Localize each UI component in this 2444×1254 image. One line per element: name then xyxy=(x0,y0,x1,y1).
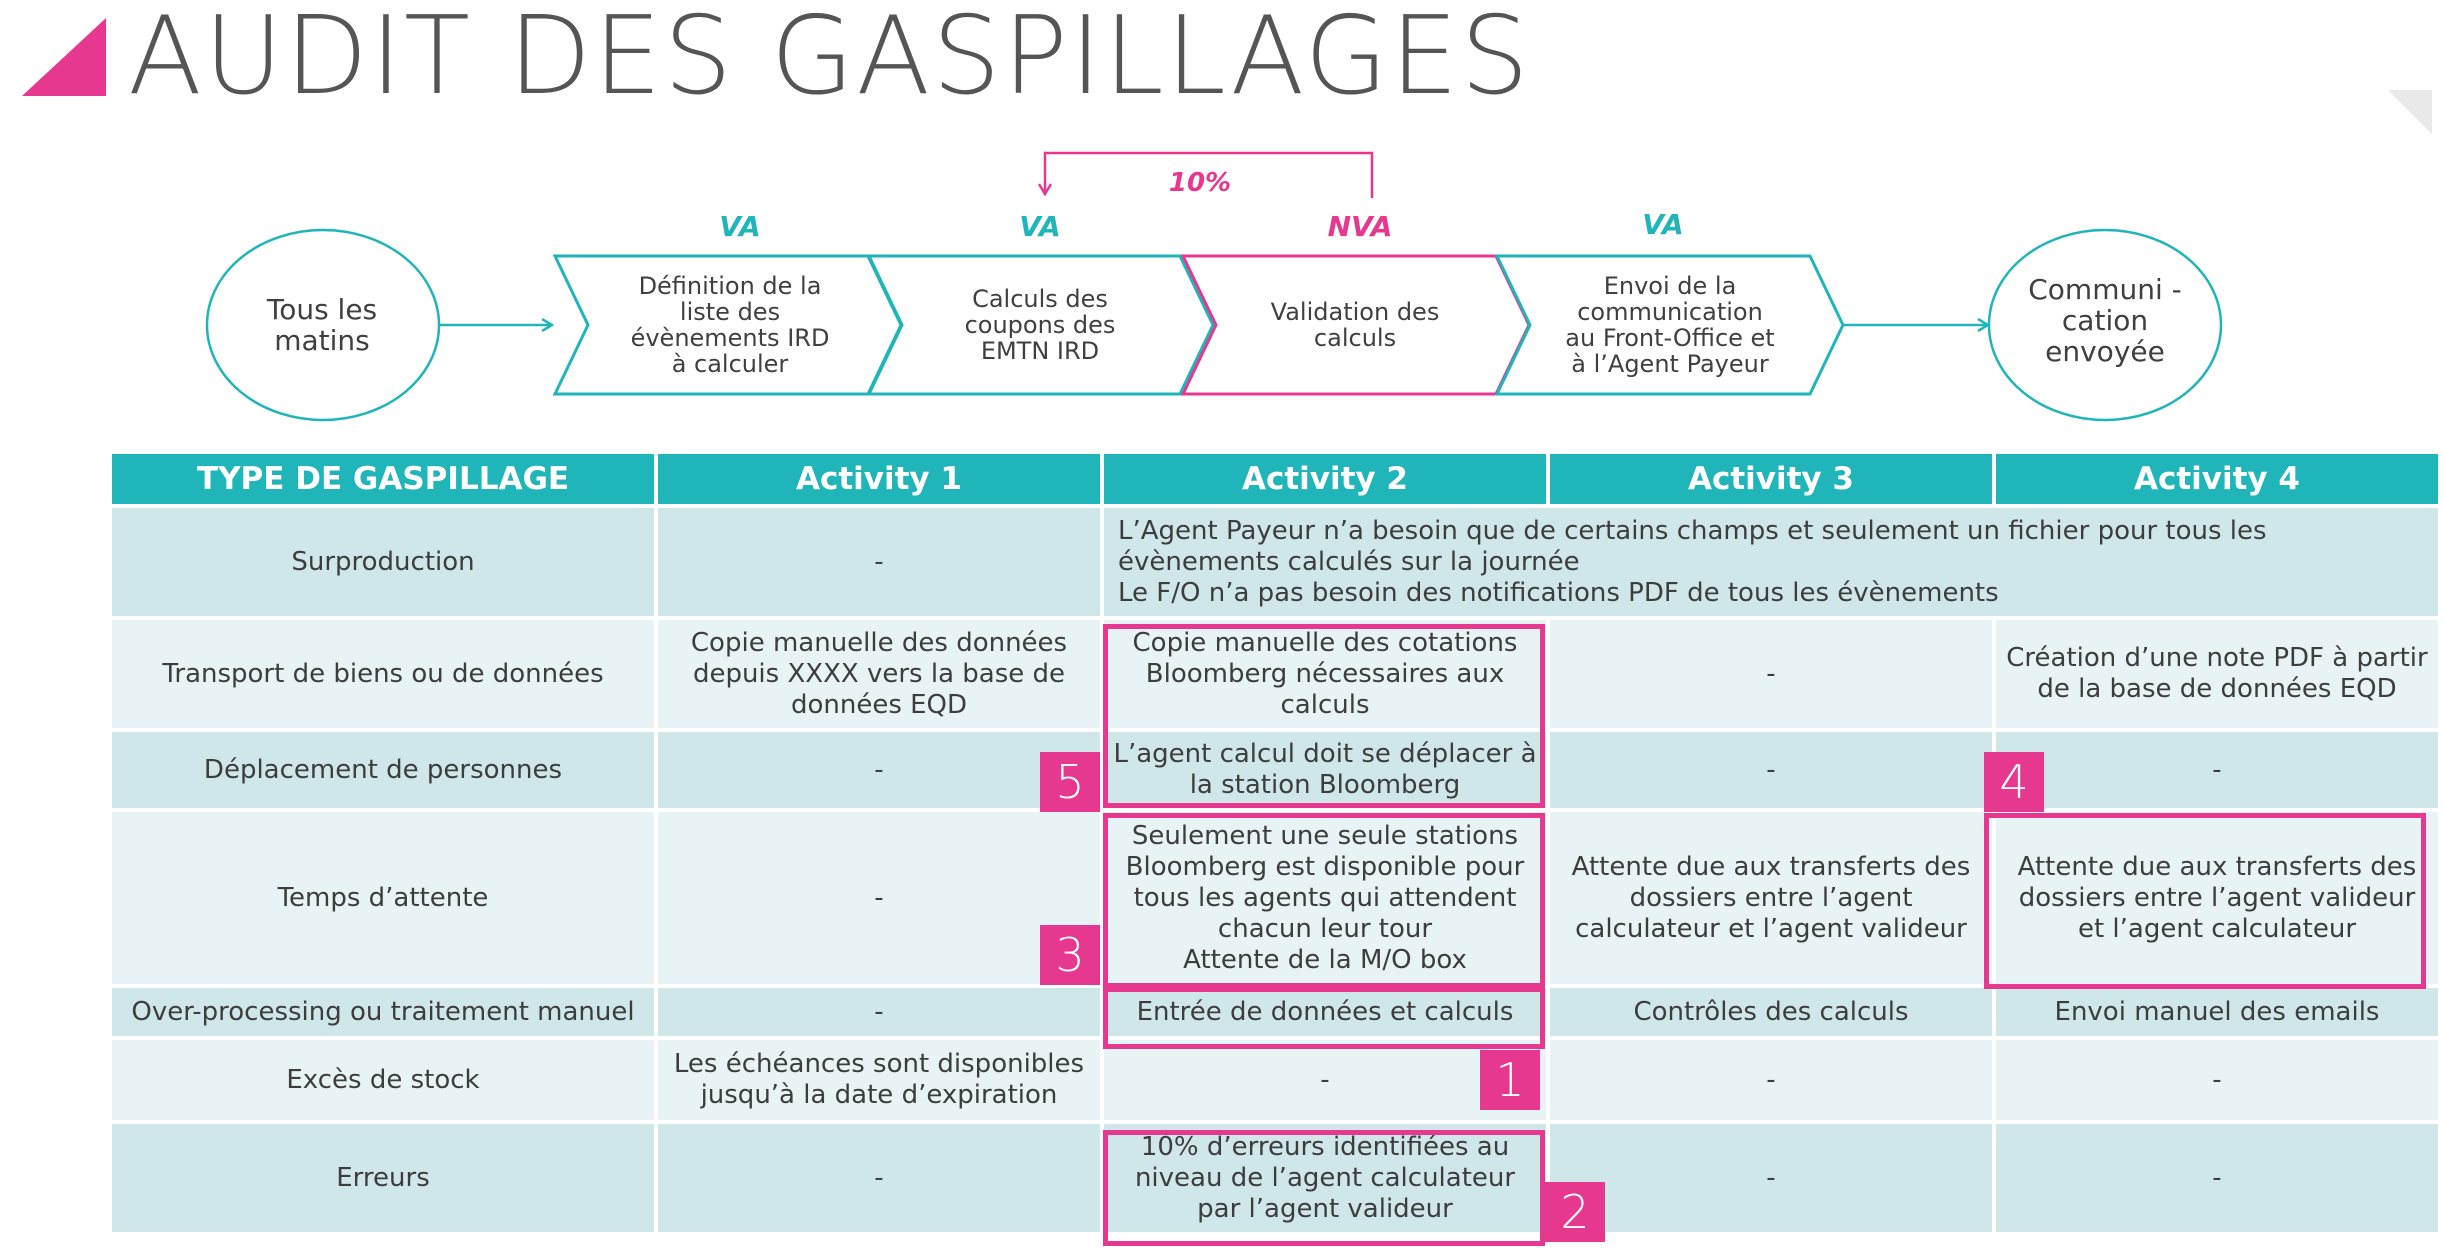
flow-step-4-tag: VA xyxy=(1642,208,1684,241)
table-row: Excès de stock Les échéances sont dispon… xyxy=(112,1040,2438,1120)
flow-step-2-label: Calculs des coupons des EMTN IRD xyxy=(964,285,1116,365)
waste-type-cell: Surproduction xyxy=(112,508,654,616)
activity-2-cell: Seulement une seule stations Bloomberg e… xyxy=(1104,812,1546,984)
table-row: Erreurs - 10% d’erreurs identifiées au n… xyxy=(112,1124,2438,1232)
activity-1-cell: Copie manuelle des données depuis XXXX v… xyxy=(658,620,1100,728)
flow-chevron-2 xyxy=(865,254,1215,396)
activity-4-cell: - xyxy=(1996,1040,2438,1120)
flow-start-label: Tous les matins xyxy=(266,293,378,357)
activity-1-cell: - xyxy=(658,1124,1100,1232)
activity-4-cell: Attente due aux transferts des dossiers … xyxy=(1996,812,2438,984)
waste-type-cell: Excès de stock xyxy=(112,1040,654,1120)
table-row: Surproduction - L’Agent Payeur n’a besoi… xyxy=(112,508,2438,616)
waste-type-cell: Transport de biens ou de données xyxy=(112,620,654,728)
header-activity-2: Activity 2 xyxy=(1104,454,1546,504)
badge-2: 2 xyxy=(1545,1182,1605,1242)
flow-step-3-tag: NVA xyxy=(1327,210,1393,243)
activity-4-cell: Envoi manuel des emails xyxy=(1996,988,2438,1036)
badge-3: 3 xyxy=(1040,925,1100,985)
activity-3-cell: Contrôles des calculs xyxy=(1550,988,1992,1036)
badge-1: 1 xyxy=(1480,1050,1540,1110)
activity-1-cell: - xyxy=(658,812,1100,984)
activity-2-cell: Entrée de données et calculs xyxy=(1104,988,1546,1036)
flow-loop-label: 10% xyxy=(1168,168,1232,198)
activity-1-cell: - xyxy=(658,988,1100,1036)
activity-3-cell: - xyxy=(1550,732,1992,808)
table-row: Déplacement de personnes - L’agent calcu… xyxy=(112,732,2438,808)
waste-type-cell: Over-processing ou traitement manuel xyxy=(112,988,654,1036)
process-flow-diagram xyxy=(205,151,2223,422)
flow-step-1-tag: VA xyxy=(719,210,761,243)
activity-4-cell: - xyxy=(1996,1124,2438,1232)
activity-2-cell: 10% d’erreurs identifiées au niveau de l… xyxy=(1104,1124,1546,1232)
flow-step-2-tag: VA xyxy=(1019,210,1061,243)
header-type: TYPE DE GASPILLAGE xyxy=(112,454,654,504)
header-activity-3: Activity 3 xyxy=(1550,454,1992,504)
flow-end-circle xyxy=(1987,228,2223,422)
table-header-row: TYPE DE GASPILLAGE Activity 1 Activity 2… xyxy=(112,454,2438,504)
waste-type-cell: Déplacement de personnes xyxy=(112,732,654,808)
table-row: Over-processing ou traitement manuel - E… xyxy=(112,988,2438,1036)
waste-type-cell: Temps d’attente xyxy=(112,812,654,984)
table-row: Transport de biens ou de données Copie m… xyxy=(112,620,2438,728)
flow-loop-arrow xyxy=(1045,151,1374,198)
badge-4: 4 xyxy=(1984,752,2044,812)
flow-chevron-4 xyxy=(1494,254,1845,396)
merged-activities-cell: L’Agent Payeur n’a besoin que de certain… xyxy=(1104,508,2438,616)
activity-1-cell: - xyxy=(658,732,1100,808)
header-activity-4: Activity 4 xyxy=(1996,454,2438,504)
waste-table: TYPE DE GASPILLAGE Activity 1 Activity 2… xyxy=(108,450,2442,1236)
activity-2-cell: Copie manuelle des cotations Bloomberg n… xyxy=(1104,620,1546,728)
activity-3-cell: - xyxy=(1550,1040,1992,1120)
activity-3-cell: - xyxy=(1550,1124,1992,1232)
page-corner-icon xyxy=(2388,90,2432,134)
activity-1-cell: - xyxy=(658,508,1100,616)
flow-step-3-label: Validation des calculs xyxy=(1270,298,1440,352)
activity-4-cell: Création d’une note PDF à partir de la b… xyxy=(1996,620,2438,728)
activity-3-cell: Attente due aux transferts des dossiers … xyxy=(1550,812,1992,984)
activity-3-cell: - xyxy=(1550,620,1992,728)
flow-step-4-label: Envoi de la communication au Front-Offic… xyxy=(1565,272,1775,378)
title-triangle-icon xyxy=(22,18,106,96)
flow-step-1-label: Définition de la liste des évènements IR… xyxy=(630,272,830,378)
flow-end-label: Communi -cation envoyée xyxy=(2028,272,2182,368)
activity-2-cell: - xyxy=(1104,1040,1546,1120)
activity-1-cell: Les échéances sont disponibles jusqu’à l… xyxy=(658,1040,1100,1120)
activity-4-cell: - xyxy=(1996,732,2438,808)
waste-type-cell: Erreurs xyxy=(112,1124,654,1232)
page-title: AUDIT DES GASPILLAGES xyxy=(128,0,1531,119)
table-row: Temps d’attente - Seulement une seule st… xyxy=(112,812,2438,984)
badge-5: 5 xyxy=(1040,752,1100,812)
activity-2-cell: L’agent calcul doit se déplacer à la sta… xyxy=(1104,732,1546,808)
header-activity-1: Activity 1 xyxy=(658,454,1100,504)
